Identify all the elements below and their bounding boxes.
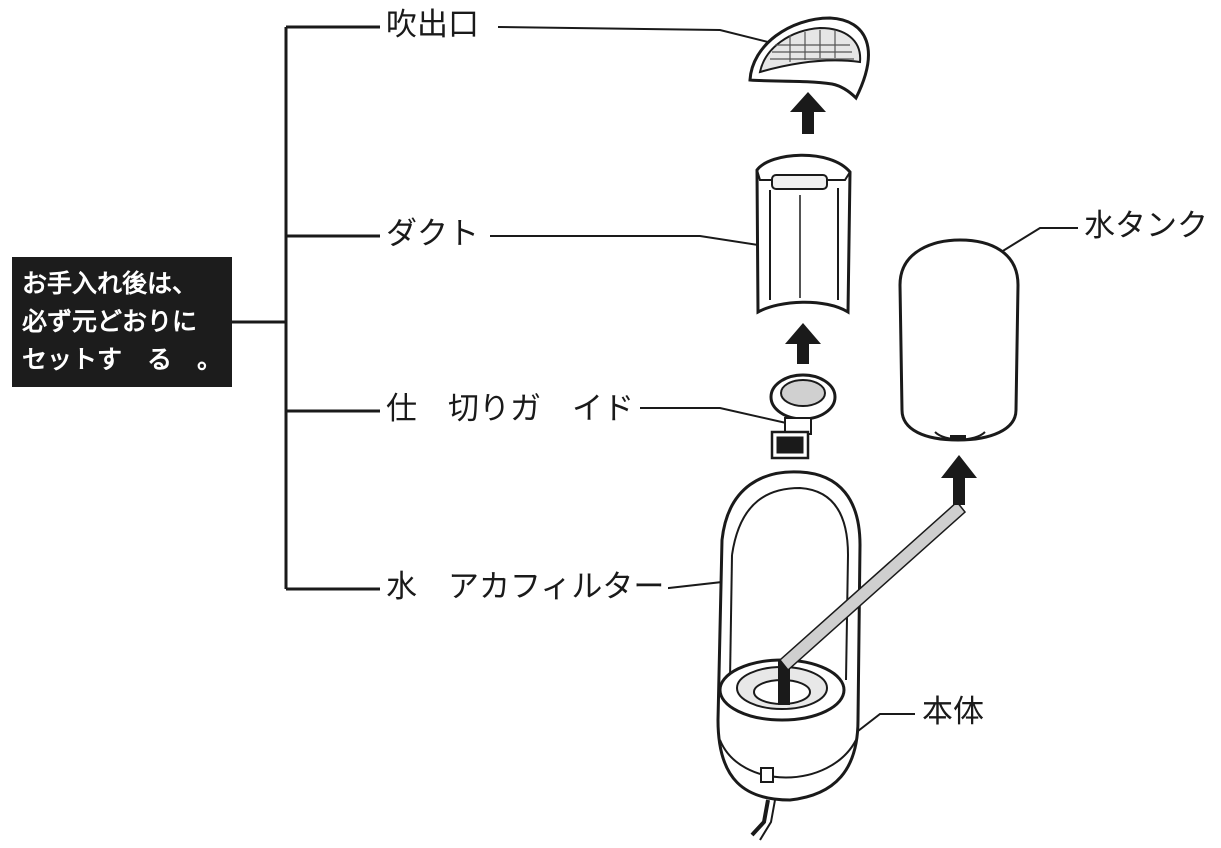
bracket-lines <box>232 25 380 591</box>
arrow-up-icon <box>785 323 821 364</box>
arrow-up-icon <box>790 92 826 134</box>
instruction-note-line: お手入れ後は、 <box>22 269 198 298</box>
label-body: 本体 <box>918 697 988 728</box>
outlet-leader <box>497 26 801 51</box>
instruction-note-line: セットす る 。 <box>22 345 223 374</box>
main-body-part <box>716 470 862 841</box>
label-outlet: 吹出口 <box>382 10 483 41</box>
instruction-note-line: 必ず元どおりに <box>22 307 198 336</box>
label-duct: ダクト <box>382 219 483 250</box>
tank-arrow <box>778 455 977 672</box>
arrow-up-icon <box>941 455 977 478</box>
water-tank-part <box>898 238 1020 442</box>
label-partition-guide: 仕 切りガ イド <box>382 394 638 425</box>
duct-leader <box>490 235 791 251</box>
partition-guide-part <box>769 373 837 460</box>
label-water-tank: 水タンク <box>1080 211 1212 242</box>
duct-part <box>755 153 852 315</box>
label-water-filter: 水 アカフィルター <box>382 572 669 603</box>
outlet-part <box>748 16 870 101</box>
partition-guide-leader <box>640 407 796 426</box>
instruction-note: お手入れ後は、 必ず元どおりに セットす る 。 <box>12 257 232 387</box>
